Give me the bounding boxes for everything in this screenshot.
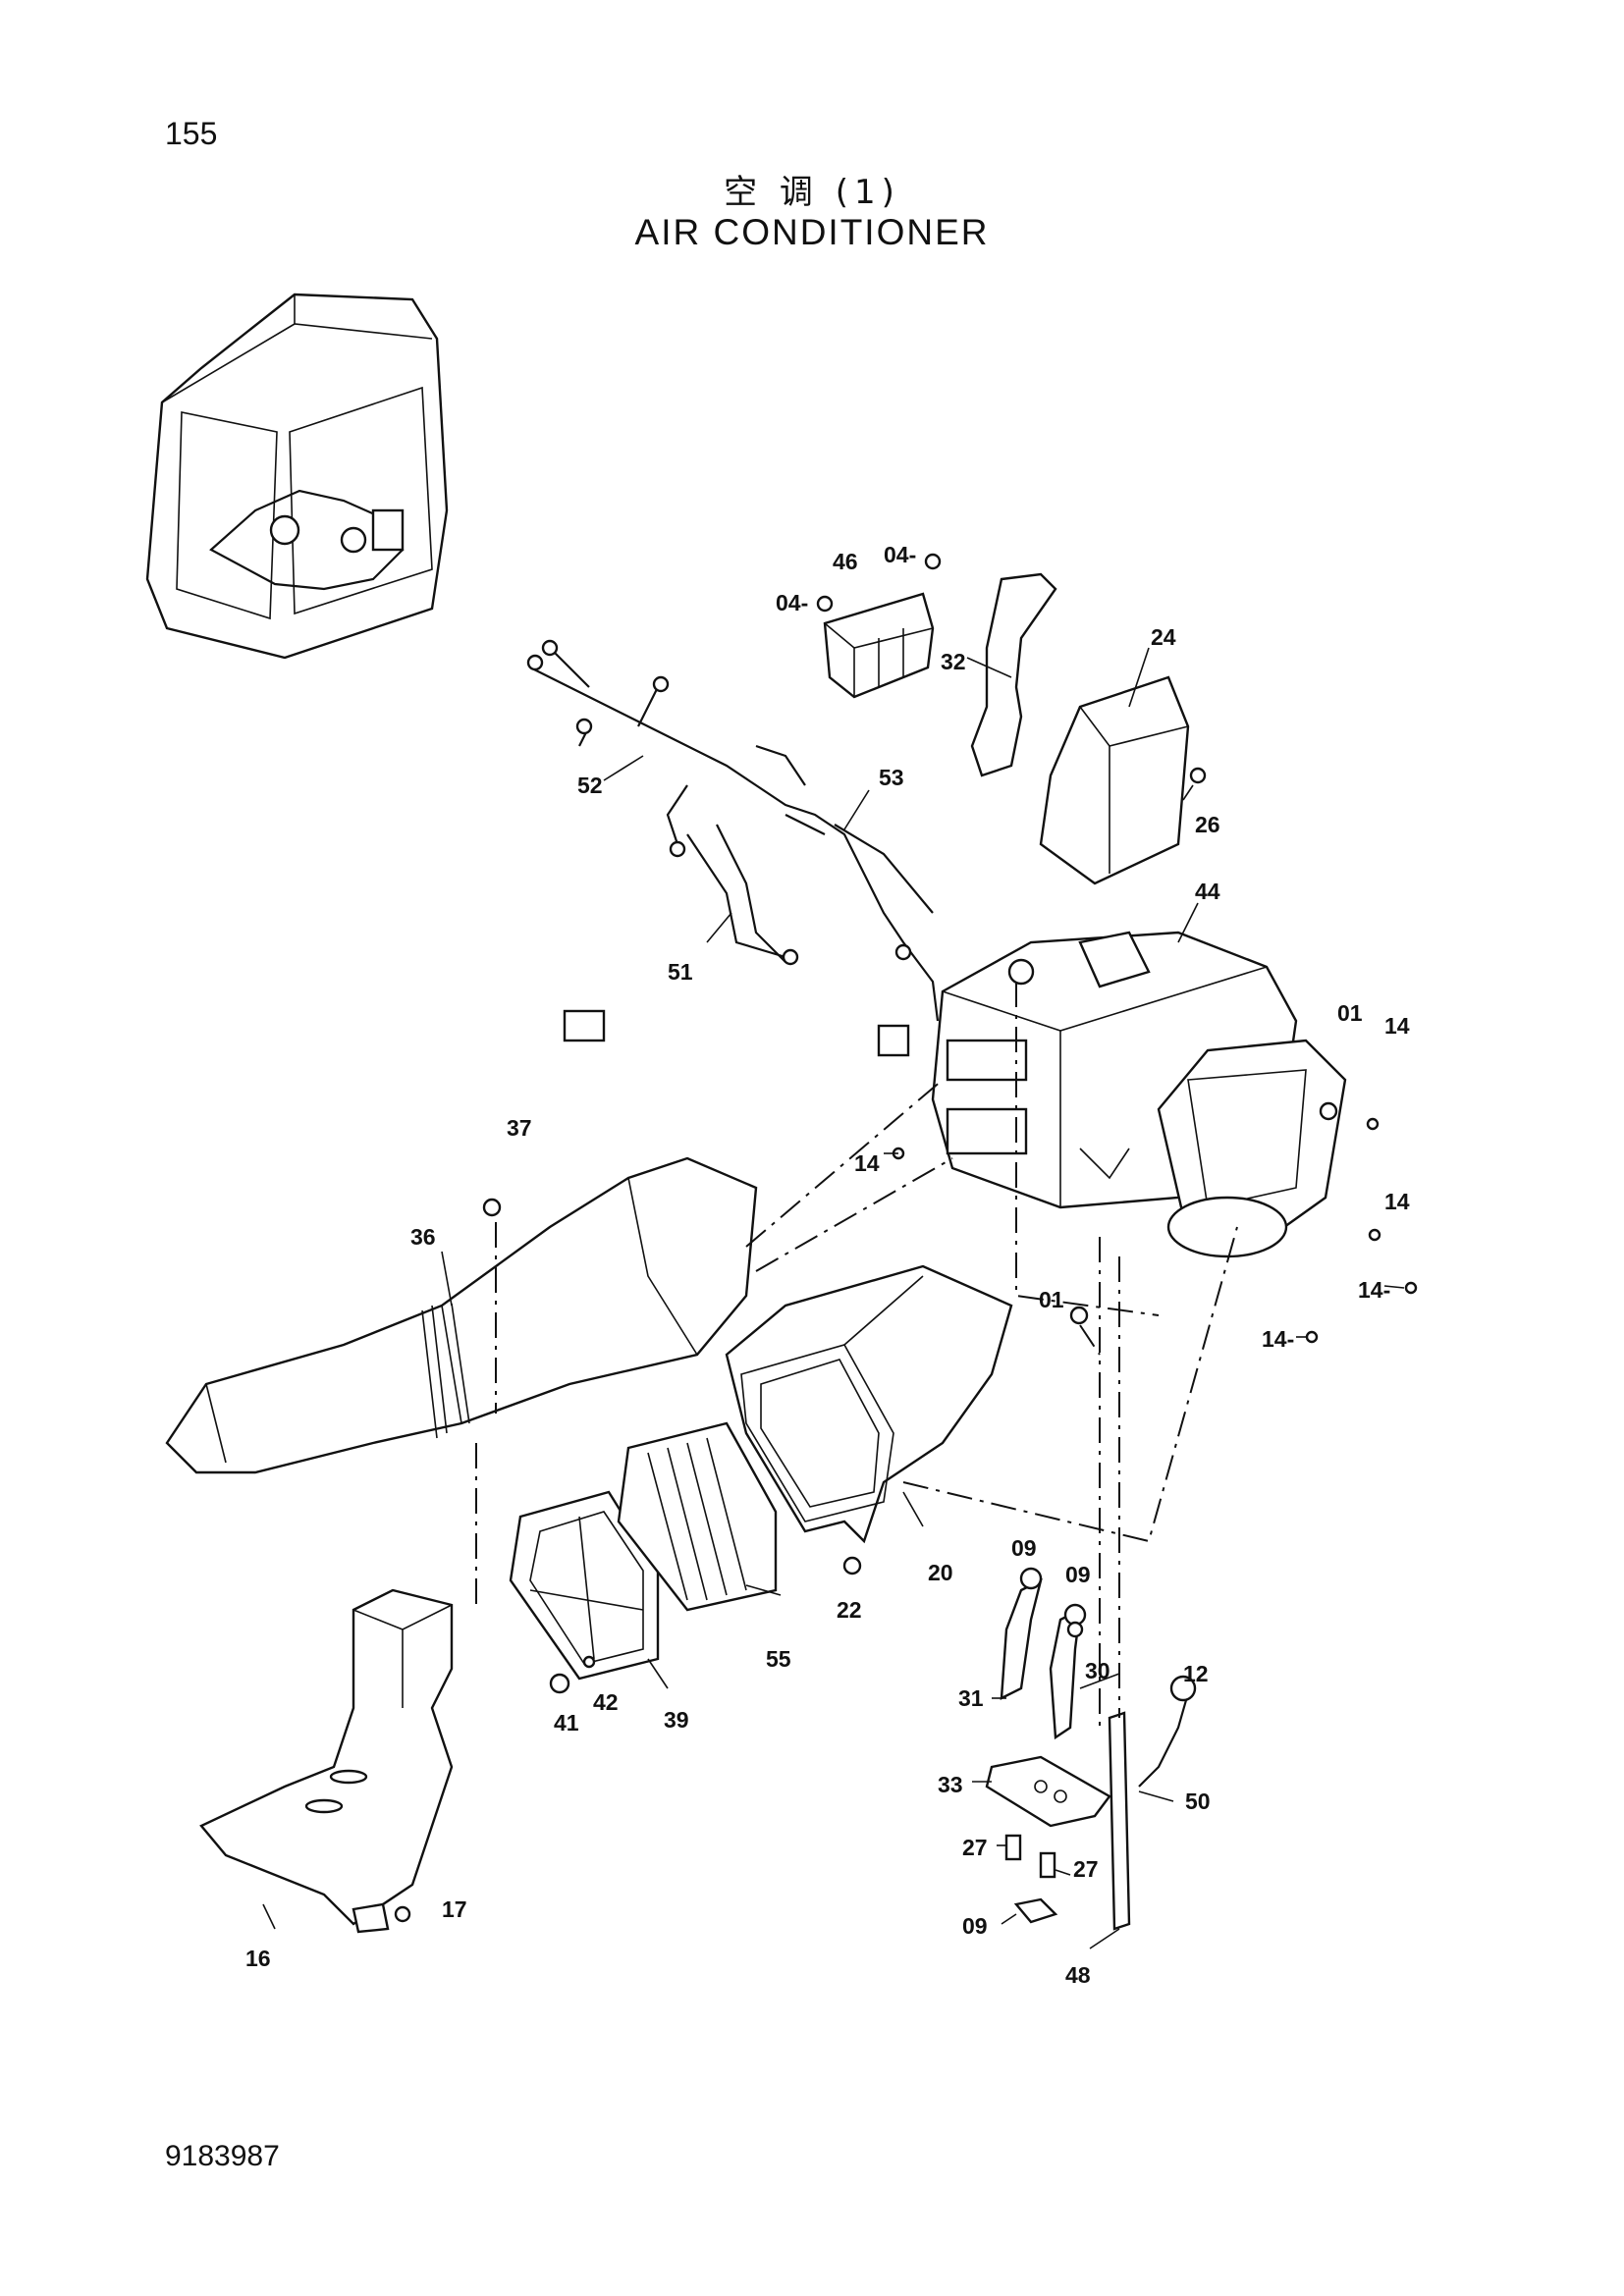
callout-09-left: 09 [1011,1535,1037,1561]
callout-20: 20 [928,1560,953,1585]
callout-33: 33 [938,1772,963,1797]
callout-04-left: 04- [776,590,808,615]
callout-04-top: 04- [884,542,916,567]
callout-52: 52 [577,773,603,798]
callout-22: 22 [837,1597,862,1623]
callout-27-right: 27 [1073,1856,1099,1882]
callout-14-center: 14 [854,1150,880,1176]
air-conditioner-unit [931,931,1347,1258]
callout-12: 12 [1183,1661,1209,1686]
callout-27-left: 27 [962,1835,988,1860]
duct-36 [165,1156,758,1474]
pipes [1108,1675,1197,1931]
wiring-harness [526,639,940,1057]
document-number: 9183987 [165,2140,280,2172]
callout-46: 46 [833,549,858,574]
callout-30: 30 [1085,1658,1110,1683]
callout-50: 50 [1185,1789,1211,1814]
callout-31: 31 [958,1685,984,1711]
callout-01-lower: 01 [1039,1287,1064,1312]
housing-20 [725,1264,1013,1544]
controller-unit [823,592,935,699]
callout-41: 41 [554,1710,579,1735]
callout-labels: 46 04- 04- 32 24 26 52 53 51 44 01 14 37… [245,542,1410,1988]
cab-overview-illustration [145,293,449,660]
callout-14-right-top: 14 [1384,1013,1410,1039]
callout-16: 16 [245,1946,271,1971]
title-english: AIR CONDITIONER [634,212,990,252]
bracket-33 [985,1755,1111,1828]
callout-44: 44 [1195,879,1220,904]
bolts-and-screws [394,553,1418,1923]
callout-09-right: 09 [1065,1562,1091,1587]
callout-37: 37 [507,1115,532,1141]
duct-32 [970,572,1057,777]
page-number: 155 [165,116,218,151]
duct-16 [199,1588,454,1926]
callout-14-bottom: 14- [1262,1326,1294,1352]
callout-24: 24 [1151,624,1176,650]
filter-55 [617,1421,778,1612]
leader-lines [262,647,1405,1949]
fittings [352,1834,1058,1934]
callout-17: 17 [442,1896,467,1922]
hoses [1000,1567,1087,1740]
filter-frame-39 [509,1490,660,1681]
callout-26: 26 [1195,812,1220,837]
callout-01-right: 01 [1337,1000,1363,1026]
callout-39: 39 [664,1707,689,1733]
callout-14-right-mid: 14 [1384,1189,1410,1214]
callout-51: 51 [668,959,693,985]
callout-32: 32 [941,649,966,674]
callout-48: 48 [1065,1962,1091,1988]
callout-36: 36 [410,1224,436,1250]
callout-53: 53 [879,765,904,790]
callout-14-right-lower: 14- [1358,1277,1390,1303]
callout-09-bottom: 09 [962,1913,988,1939]
duct-24 [1039,675,1190,885]
assembly-lines [475,982,1238,1728]
callout-55: 55 [766,1646,791,1672]
callout-42: 42 [593,1689,619,1715]
title-chinese: 空 调 (1) [724,173,900,212]
